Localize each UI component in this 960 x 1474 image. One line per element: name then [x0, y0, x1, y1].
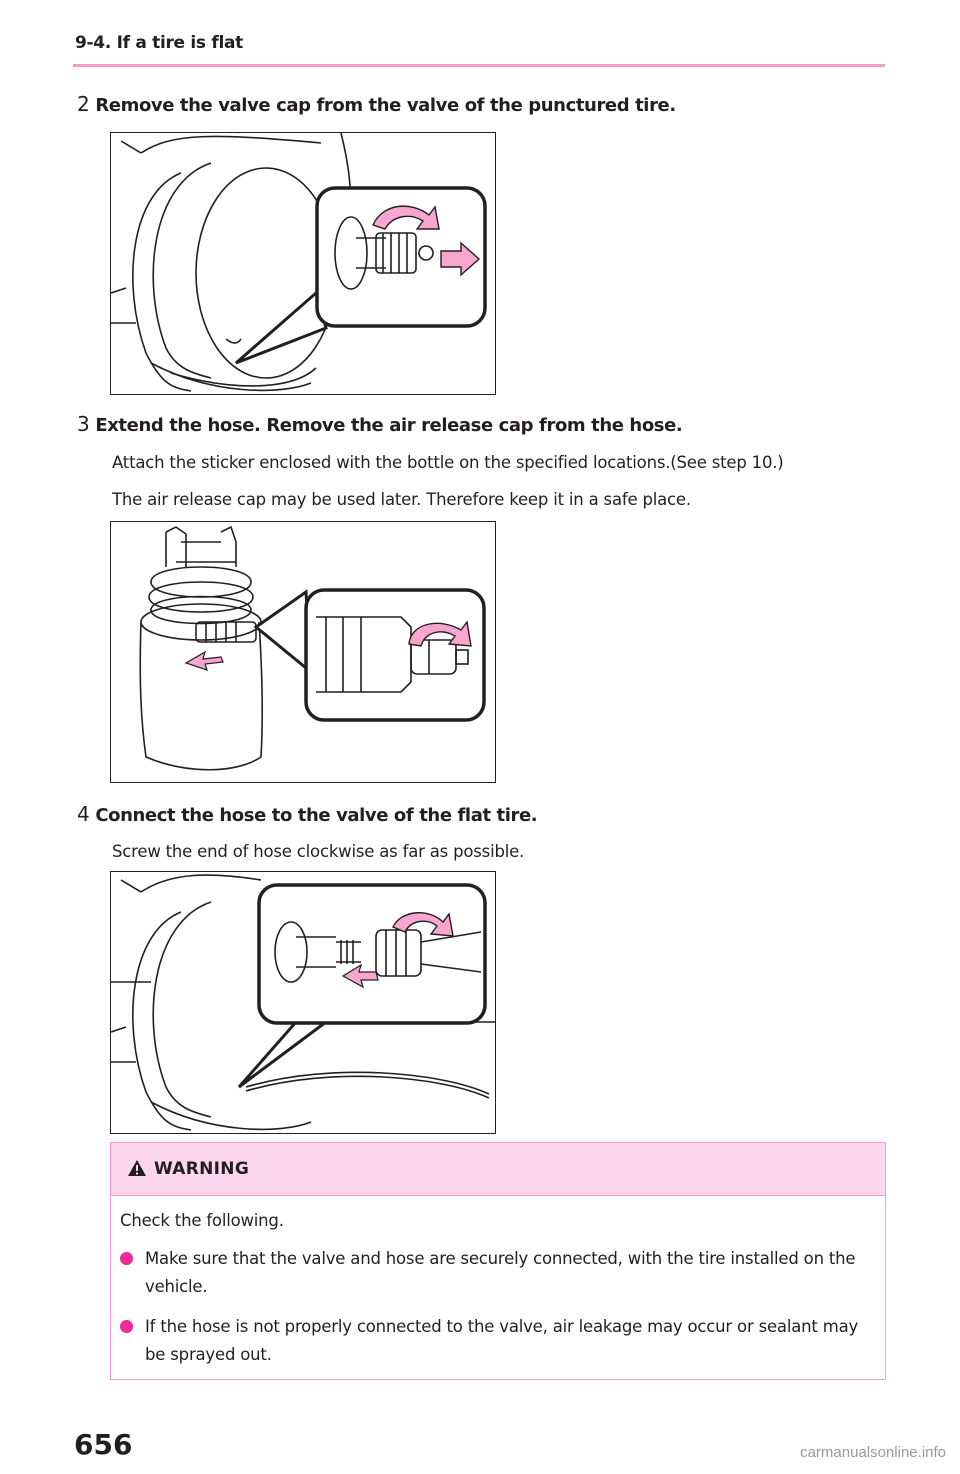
step-3-text: Extend the hose. Remove the air release … — [95, 415, 683, 436]
section-header: 9-4. If a tire is flat — [75, 33, 243, 53]
warning-bullet: If the hose is not properly connected to… — [120, 1313, 872, 1369]
step-3-note-1: Attach the sticker enclosed with the bot… — [112, 453, 784, 472]
warning-bullet: Make sure that the valve and hose are se… — [120, 1245, 872, 1301]
step-2-text: Remove the valve cap from the valve of t… — [95, 95, 676, 116]
page-number: 656 — [74, 1428, 133, 1461]
bullet-dot-icon — [120, 1252, 133, 1265]
step-2-number: 2 — [77, 92, 90, 116]
warning-header: WARNING — [111, 1143, 885, 1196]
step-3-number: 3 — [77, 412, 90, 436]
figure-remove-valve-cap — [110, 132, 496, 395]
figure-extend-hose — [110, 521, 496, 783]
step-4-text: Connect the hose to the valve of the fla… — [95, 805, 538, 826]
bullet-dot-icon — [120, 1320, 133, 1333]
step-3-note-2: The air release cap may be used later. T… — [112, 490, 691, 509]
header-rule — [73, 64, 885, 67]
step-4-note-1: Screw the end of hose clockwise as far a… — [112, 842, 525, 861]
figure-connect-hose — [110, 871, 496, 1134]
warning-triangle-icon — [128, 1160, 146, 1176]
warning-title: WARNING — [154, 1159, 250, 1179]
watermark: carmanualsonline.info — [800, 1444, 946, 1461]
warning-box: WARNING Check the following. Make sure t… — [110, 1142, 886, 1380]
step-4-number: 4 — [77, 802, 90, 826]
warning-intro: Check the following. — [120, 1211, 284, 1230]
